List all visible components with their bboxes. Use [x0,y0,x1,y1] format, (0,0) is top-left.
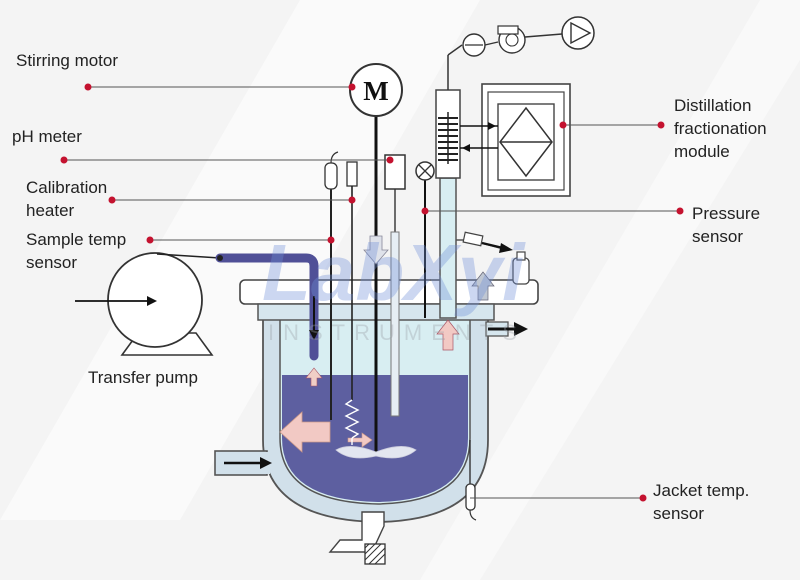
transfer-pump [75,252,214,356]
watermark-brand: LabXyi [262,228,526,317]
distillation-module [460,83,571,197]
label-stirring-motor: Stirring motor [16,51,118,70]
label-distillation-3: module [674,142,730,161]
motor-symbol: M [363,76,388,106]
label-pressure-sensor-2: sensor [692,227,743,246]
leader-dots [60,83,684,502]
vapor-flow-arrow [436,319,460,351]
sample-temp-sensor [324,151,339,420]
label-distillation-2: fractionation [674,119,767,138]
sampling-branch [456,231,530,285]
calibration-heater [344,161,360,445]
label-calibration-heater-1: Calibration [26,178,107,197]
background-band [420,0,800,580]
label-jacket-temp-sensor-1: Jacket temp. [653,481,749,500]
impeller [335,446,417,459]
heat-flow-arrow [347,432,373,448]
pump-line [156,253,221,259]
vapor-column [435,55,461,319]
sample-inlet-pipe [215,253,319,361]
vacuum-line [447,16,595,57]
label-jacket-temp-sensor-2: sensor [653,504,704,523]
label-sample-temp-sensor-1: Sample temp [26,230,126,249]
heat-flow-arrow [279,411,331,453]
label-distillation-1: Distillation [674,96,751,115]
brand-watermark: LabXyi INSTRUMENTS [262,228,526,345]
vapor-flow-arrow [471,271,495,301]
flow-arrow [305,367,323,387]
label-calibration-heater-2: heater [26,201,75,220]
label-transfer-pump: Transfer pump [88,368,198,387]
watermark-sub: INSTRUMENTS [268,320,526,345]
label-sample-temp-sensor-2: sensor [26,253,77,272]
label-pressure-sensor-1: Pressure [692,204,760,223]
stirring-motor: M [349,63,403,452]
flow-arrow [363,235,389,265]
label-ph-meter: pH meter [12,127,82,146]
pressure-sensor [415,161,435,318]
leader-lines [64,86,680,499]
jacket-temp-sensor [465,440,477,521]
